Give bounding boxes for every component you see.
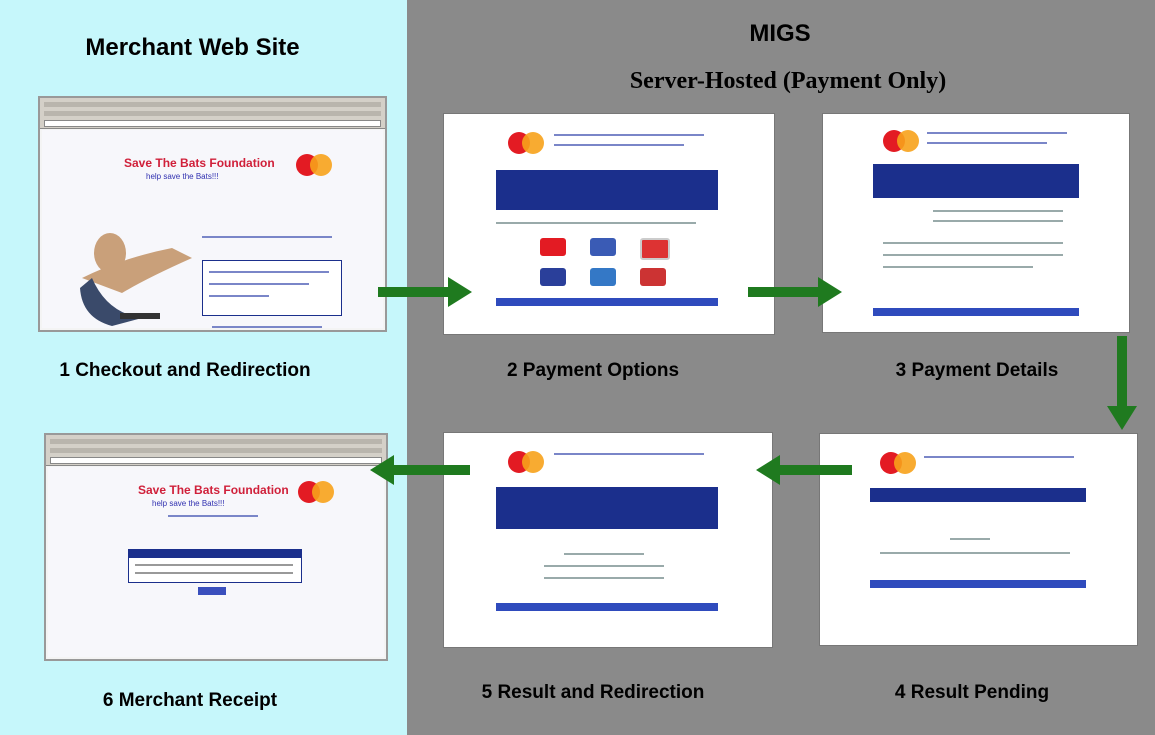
mastercard-logo-icon xyxy=(508,451,544,473)
mastercard-logo-icon xyxy=(883,130,919,152)
checkout-form-box xyxy=(202,260,342,316)
step-5-caption: 5 Result and Redirection xyxy=(481,682,705,703)
step-2-caption: 2 Payment Options xyxy=(506,360,680,381)
card-icon xyxy=(540,268,566,286)
step-6-caption: 6 Merchant Receipt xyxy=(102,690,278,711)
merchant-receipt-page: Save The Bats Foundation help save the B… xyxy=(48,467,384,657)
step-4-caption: 4 Result Pending xyxy=(894,682,1050,703)
mastercard-logo-icon xyxy=(296,154,332,176)
left-arrow-icon xyxy=(756,455,852,485)
result-pending-screenshot xyxy=(819,433,1138,646)
migs-title: MIGS xyxy=(749,20,811,47)
right-arrow-icon xyxy=(748,277,842,307)
card-icon xyxy=(590,268,616,286)
browser-toolbar xyxy=(40,98,385,129)
browser-toolbar xyxy=(46,435,386,466)
step-1-caption: 1 Checkout and Redirection xyxy=(59,360,311,381)
down-arrow-icon xyxy=(1107,336,1137,430)
receipt-table xyxy=(128,549,302,583)
mastercard-logo-icon xyxy=(880,452,916,474)
card-icon xyxy=(540,238,566,256)
merchant-panel-title: Merchant Web Site xyxy=(85,34,300,61)
card-icon xyxy=(640,268,666,286)
result-redirection-screenshot xyxy=(443,432,773,648)
migs-subtitle: Server-Hosted (Payment Only) xyxy=(629,68,947,94)
mastercard-logo-icon xyxy=(298,481,334,503)
mastercard-logo-icon xyxy=(508,132,544,154)
merchant-receipt-screenshot: Save The Bats Foundation help save the B… xyxy=(44,433,388,661)
payment-options-screenshot xyxy=(443,113,775,335)
receipt-continue-button xyxy=(198,587,226,595)
merchant-mascot-image xyxy=(80,233,192,326)
merchant-page: Save The Bats Foundation help save the B… xyxy=(42,130,383,328)
payment-details-screenshot xyxy=(822,113,1130,333)
step-3-caption: 3 Payment Details xyxy=(895,360,1059,381)
right-arrow-icon xyxy=(378,277,472,307)
left-arrow-icon xyxy=(370,455,470,485)
card-icon xyxy=(590,238,616,256)
card-icon xyxy=(640,238,670,260)
checkout-screenshot: Save The Bats Foundation help save the B… xyxy=(38,96,387,332)
